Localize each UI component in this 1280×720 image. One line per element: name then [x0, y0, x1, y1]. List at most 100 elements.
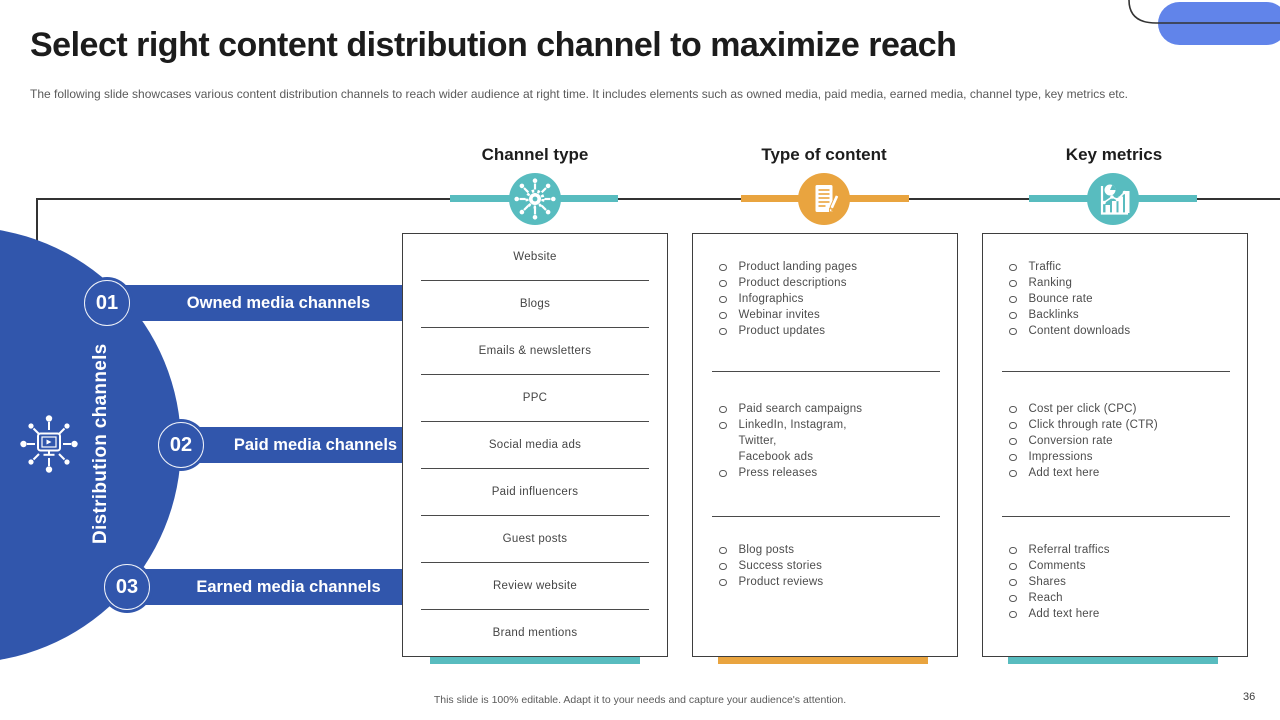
bullet-marker — [1009, 546, 1017, 554]
row-bar-owned-media: Owned media channels — [107, 285, 402, 321]
channel-type-item: PPC — [421, 374, 649, 421]
bullet-marker — [1009, 453, 1017, 461]
channel-type-item-label: Website — [513, 251, 557, 263]
bullet-item: Conversion rate — [1001, 433, 1237, 449]
bullet-marker — [719, 311, 727, 319]
bullet-item: Product updates — [711, 323, 947, 339]
horizontal-connector-line — [36, 198, 1280, 200]
bullet-text: Infographics — [738, 293, 804, 305]
page-number: 36 — [1243, 691, 1256, 703]
curved-line — [1128, 0, 1280, 24]
bullet-marker — [1009, 279, 1017, 287]
bullet-text: Shares — [1028, 576, 1067, 588]
bullet-item: Success stories — [711, 558, 947, 574]
distribution-channels-label: Distribution channels — [90, 343, 111, 545]
channel-type-item: Guest posts — [421, 515, 649, 562]
bullet-item: Press releases — [711, 465, 947, 481]
bullet-item: Product landing pages — [711, 259, 947, 275]
bullet-text: Ranking — [1028, 277, 1073, 289]
document-pen-icon — [798, 173, 850, 225]
column-header-key-metrics: Key metrics — [1065, 145, 1163, 164]
bullet-text: Conversion rate — [1028, 435, 1113, 447]
bullet-item: Content downloads — [1001, 323, 1237, 339]
channel-type-item-label: Review website — [492, 580, 578, 592]
channel-type-item-label: Social media ads — [488, 439, 582, 451]
bullet-item: LinkedIn, Instagram, Twitter, Facebook a… — [711, 417, 947, 465]
bullet-text: Content downloads — [1028, 325, 1131, 337]
bullet-marker — [1009, 562, 1017, 570]
channel-type-item: Review website — [421, 562, 649, 609]
bullet-marker — [719, 327, 727, 335]
bullet-item: Add text here — [1001, 606, 1237, 622]
bullet-marker — [1009, 610, 1017, 618]
bullet-item: Click through rate (CTR) — [1001, 417, 1237, 433]
corner-decoration — [1128, 0, 1280, 45]
bullet-text: Blog posts — [738, 544, 795, 556]
bullet-text: Add text here — [1028, 608, 1100, 620]
section-divider — [712, 371, 940, 373]
bullet-marker — [1009, 594, 1017, 602]
channel-type-item-label: PPC — [522, 392, 548, 404]
channel-type-item: Brand mentions — [421, 609, 649, 656]
bullet-marker — [1009, 469, 1017, 477]
bullet-marker — [719, 405, 727, 413]
bullet-item: Cost per click (CPC) — [1001, 401, 1237, 417]
bullet-text: Traffic — [1028, 261, 1062, 273]
bullet-marker — [719, 469, 727, 477]
channel-type-item-label: Blogs — [519, 298, 551, 310]
bullet-text: Paid search campaigns — [738, 403, 863, 415]
bullet-text: Backlinks — [1028, 309, 1079, 321]
row-bar-earned-media: Earned media channels — [127, 569, 402, 605]
bullet-marker — [719, 263, 727, 271]
page-subtitle: The following slide showcases various co… — [30, 87, 1128, 101]
bullet-item: Webinar invites — [711, 307, 947, 323]
bullet-item: Comments — [1001, 558, 1237, 574]
bullet-text: Press releases — [738, 467, 818, 479]
bullet-item: Product descriptions — [711, 275, 947, 291]
bullet-item: Blog posts — [711, 542, 947, 558]
row-label: Earned media channels — [196, 577, 381, 596]
accent-bar-orange — [718, 657, 928, 664]
page-title: Select right content distribution channe… — [30, 26, 957, 64]
bullet-marker — [1009, 263, 1017, 271]
bullet-item: Add text here — [1001, 465, 1237, 481]
bullet-marker — [1009, 327, 1017, 335]
bullet-text: Comments — [1028, 560, 1086, 572]
channel-type-item-label: Emails & newsletters — [478, 345, 592, 357]
bullet-marker — [719, 421, 727, 429]
network-hub-icon — [509, 173, 561, 225]
bullet-text: Product reviews — [738, 576, 824, 588]
bullet-item: Shares — [1001, 574, 1237, 590]
row-label: Paid media channels — [233, 435, 398, 454]
bullet-item: Bounce rate — [1001, 291, 1237, 307]
footer-note: This slide is 100% editable. Adapt it to… — [433, 694, 847, 706]
bullet-text: Bounce rate — [1028, 293, 1093, 305]
bullet-text: Impressions — [1028, 451, 1093, 463]
column-header-channel-type: Channel type — [481, 145, 589, 164]
bullet-text: Click through rate (CTR) — [1028, 419, 1158, 431]
bullet-marker — [719, 578, 727, 586]
channel-type-item: Blogs — [421, 280, 649, 327]
channel-type-item: Paid influencers — [421, 468, 649, 515]
channel-type-item-label: Brand mentions — [492, 627, 578, 639]
bullet-text: Webinar invites — [738, 309, 820, 321]
section-divider — [1002, 516, 1230, 518]
bullet-marker — [1009, 437, 1017, 445]
column-header-type-of-content: Type of content — [761, 145, 887, 164]
bullet-item: Referral traffics — [1001, 542, 1237, 558]
accent-bar-teal-2 — [1008, 657, 1218, 664]
bullet-marker — [719, 295, 727, 303]
row-label: Owned media channels — [186, 293, 371, 312]
bullet-marker — [719, 279, 727, 287]
bullet-item: Product reviews — [711, 574, 947, 590]
bullet-item: Impressions — [1001, 449, 1237, 465]
